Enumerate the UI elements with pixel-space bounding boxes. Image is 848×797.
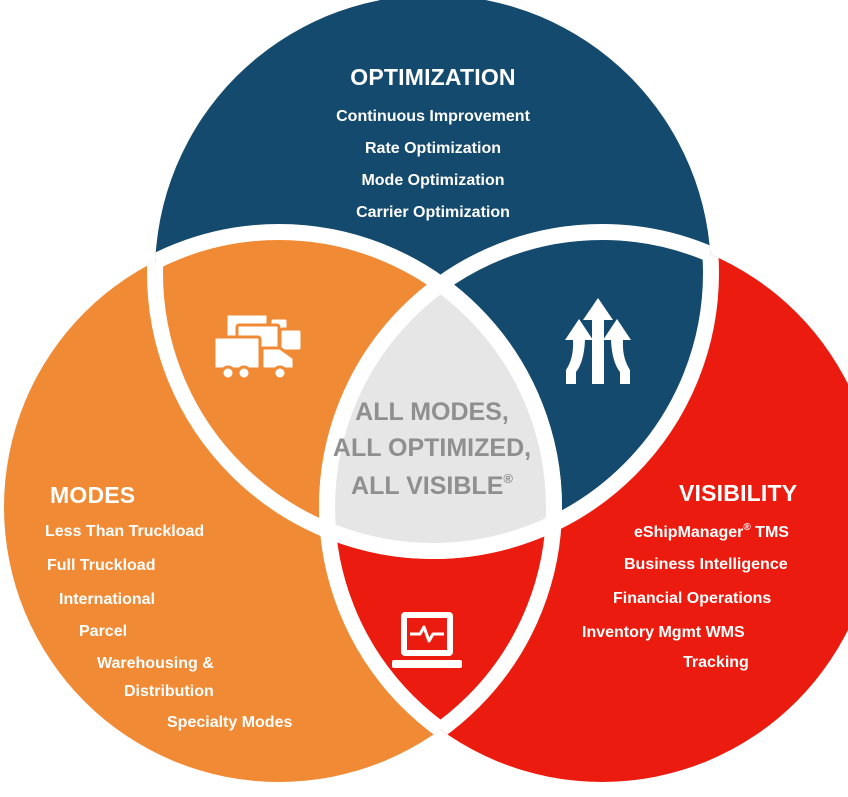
trucks-icon	[212, 312, 304, 381]
optimization-item: Continuous Improvement	[336, 108, 530, 125]
modes-item: Parcel	[79, 623, 128, 640]
visibility-item: Inventory Mgmt WMS	[582, 624, 745, 641]
modes-item: Distribution	[124, 683, 214, 700]
visibility-item: Tracking	[683, 654, 749, 671]
modes-item: Full Truckload	[47, 557, 156, 574]
visibility-title: VISIBILITY	[679, 480, 798, 506]
modes-title: MODES	[50, 482, 136, 508]
optimization-item: Carrier Optimization	[356, 204, 510, 221]
visibility-item: Business Intelligence	[624, 556, 788, 573]
modes-item: Warehousing &	[97, 655, 214, 672]
visibility-item: Financial Operations	[613, 590, 772, 607]
center-line: ALL MODES,	[355, 398, 509, 426]
center-line: ALL OPTIMIZED,	[332, 434, 532, 462]
modes-item: International	[59, 591, 156, 608]
center-line-last: ALL VISIBLE®	[351, 471, 513, 500]
merging-arrows-icon	[565, 298, 631, 384]
modes-item: Less Than Truckload	[45, 523, 205, 540]
optimization-item: Mode Optimization	[361, 172, 505, 189]
modes-item: Specialty Modes	[167, 714, 293, 731]
visibility-item: eShipManager® TMS	[634, 522, 789, 541]
center-intersection	[327, 232, 554, 551]
laptop-pulse-icon	[392, 612, 462, 668]
separator-arcs	[147, 224, 719, 782]
optimization-title: OPTIMIZATION	[350, 64, 516, 90]
optimization-item: Rate Optimization	[364, 140, 501, 157]
